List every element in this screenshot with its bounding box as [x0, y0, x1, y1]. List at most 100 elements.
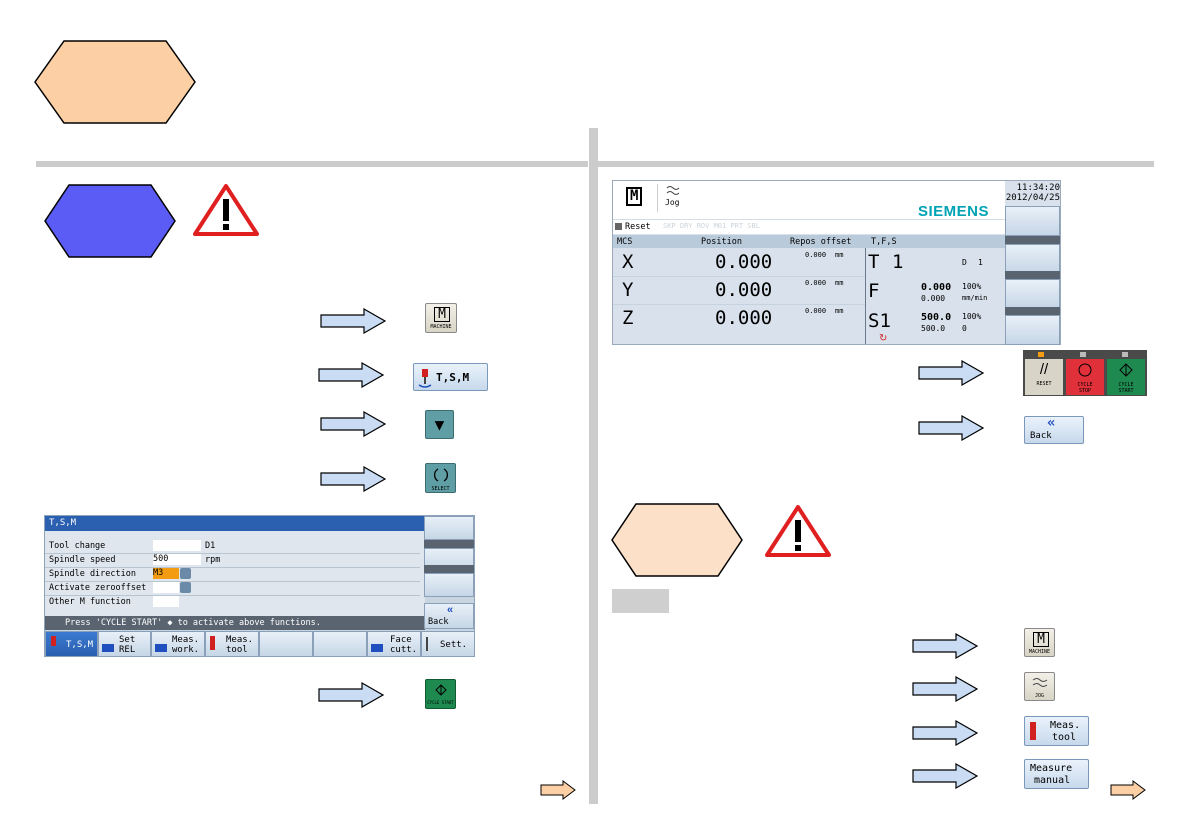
- form-row-spindle-direction: Spindle direction M3: [45, 567, 420, 582]
- vertical-softkey-1[interactable]: [424, 516, 474, 540]
- softkey-tsm[interactable]: T,S,M: [45, 631, 98, 657]
- softkey-settings-label: Sett.: [440, 640, 468, 650]
- spindle-direction-field[interactable]: M3: [153, 568, 179, 579]
- softkey-label-line1: Set: [119, 635, 136, 645]
- form-label: Activate zerooffset: [49, 583, 147, 593]
- arrow-4: [320, 466, 386, 492]
- meas-tool-icon: [210, 636, 215, 650]
- warning-icon-right: [765, 505, 831, 557]
- cycle-start-key-right[interactable]: CYCLE START: [1107, 359, 1145, 395]
- cycle-start-icon: [434, 684, 447, 696]
- softkey-separator: [424, 565, 474, 573]
- machine-softkey-1[interactable]: [1005, 206, 1060, 236]
- cursor-down-key[interactable]: ▼: [425, 410, 454, 439]
- back-label: Back: [428, 617, 449, 627]
- machine-key-icon: M: [434, 307, 450, 322]
- vertical-softkey-3[interactable]: [424, 573, 474, 597]
- jog-wave-icon: [666, 186, 680, 195]
- down-arrow-icon: ▼: [434, 415, 445, 434]
- softkey-empty-2[interactable]: [313, 631, 367, 657]
- softkey-label-line2: tool: [226, 645, 248, 655]
- meas-tool-key[interactable]: Meas. tool: [1024, 716, 1089, 746]
- softkey-separator: [1005, 271, 1060, 279]
- jog-key[interactable]: JOG: [1024, 672, 1055, 701]
- machine-softkey-4[interactable]: [1005, 315, 1060, 345]
- status-text: Press 'CYCLE START' ◆ to activate above …: [65, 618, 321, 628]
- tool-letter: T: [868, 251, 880, 273]
- back-key[interactable]: « Back: [1024, 415, 1084, 444]
- time-text: 11:34:20: [1016, 183, 1060, 193]
- reset-key[interactable]: // RESET: [1025, 359, 1063, 395]
- reset-slash-icon: //: [1039, 361, 1049, 378]
- spindle-letter: S1: [868, 310, 891, 332]
- gray-label-block: [612, 589, 669, 613]
- softkey-label-line2: cutt.: [390, 645, 418, 655]
- toggle-icon[interactable]: [180, 582, 191, 593]
- softkey-meas-tool[interactable]: Meas. tool: [205, 631, 259, 657]
- machine-softkey-3[interactable]: [1005, 279, 1060, 309]
- zerooffset-field[interactable]: [153, 582, 179, 593]
- settings-icon: [426, 637, 434, 651]
- double-chevron-icon: «: [447, 604, 454, 616]
- spindle-speed-field[interactable]: 500: [153, 554, 201, 565]
- measure-manual-label-2: manual: [1034, 775, 1071, 786]
- toggle-icon[interactable]: [180, 568, 191, 579]
- jog-wave-icon: [1032, 678, 1047, 687]
- tool-change-field[interactable]: [153, 540, 201, 551]
- softkey-face-cutting[interactable]: Face cutt.: [367, 631, 421, 657]
- top-divider-left: [36, 161, 588, 167]
- form-row-tool-change: Tool change D1: [45, 539, 420, 554]
- softkey-empty-1[interactable]: [259, 631, 313, 657]
- select-key[interactable]: SELECT: [425, 463, 456, 493]
- measure-manual-key[interactable]: Measure manual: [1024, 759, 1089, 789]
- softkey-settings[interactable]: Sett.: [421, 631, 475, 657]
- cycle-start-label-1: CYCLE: [1118, 382, 1134, 388]
- tsm-form: Tool change D1 Spindle speed 500 rpm Spi…: [45, 531, 425, 616]
- cycle-start-icon: [1119, 363, 1133, 377]
- meas-tool-label-1: Meas.: [1050, 720, 1081, 731]
- cycle-stop-key[interactable]: CYCLE STOP: [1066, 359, 1104, 395]
- measure-manual-label-1: Measure: [1030, 763, 1073, 774]
- machine-key-label: MACHINE: [430, 324, 452, 330]
- form-label: Spindle speed: [49, 555, 116, 565]
- cycle-start-key[interactable]: CYCLE START: [425, 679, 456, 709]
- reset-led: [1038, 352, 1044, 357]
- cycle-stop-icon: [1078, 363, 1092, 377]
- machine-key-right[interactable]: M MACHINE: [1024, 628, 1055, 657]
- spindle-icon: [51, 636, 56, 646]
- softkey-set-rel[interactable]: Set REL: [98, 631, 151, 657]
- hexagon-top: [34, 40, 196, 124]
- reset-key-label: RESET: [1036, 381, 1052, 387]
- start-led: [1122, 352, 1128, 357]
- header-bar: M Jog SIEMENS: [613, 181, 1005, 220]
- machine-key[interactable]: M MACHINE: [425, 303, 457, 333]
- face-cut-icon: [371, 644, 383, 652]
- cycle-stop-label-1: CYCLE: [1077, 382, 1093, 388]
- arrow-r2: [918, 415, 984, 441]
- next-page-arrow-left: [540, 780, 576, 800]
- meas-tool-label-2: tool: [1052, 732, 1077, 743]
- softkey-label-line1: Meas.: [226, 635, 254, 645]
- double-chevron-icon: «: [1047, 415, 1056, 431]
- tsm-screen: T,S,M Tool change D1 Spindle speed 500 r…: [44, 515, 475, 657]
- arrow-r4: [912, 676, 978, 702]
- back-key-label: Back: [1030, 431, 1052, 441]
- other-m-field[interactable]: [153, 596, 179, 607]
- tsm-title-bar: T,S,M: [45, 516, 425, 531]
- control-keys-panel: // RESET CYCLE STOP CYCLE START: [1023, 350, 1147, 396]
- tsm-key[interactable]: T,S,M: [413, 363, 488, 391]
- top-divider-right: [598, 161, 1154, 167]
- machine-softkey-2[interactable]: [1005, 244, 1060, 274]
- mode-machine-icon: M: [617, 184, 653, 208]
- jog-key-label: JOG: [1034, 693, 1045, 699]
- form-unit: rpm: [205, 555, 221, 565]
- arrow-r3: [912, 633, 978, 659]
- jog-icon: Jog: [657, 184, 688, 212]
- softkey-meas-work[interactable]: Meas. work.: [151, 631, 205, 657]
- arrow-r1: [918, 360, 984, 386]
- back-softkey[interactable]: « Back: [424, 603, 474, 629]
- status-strip: Reset SKP DRY ROV M01 PRT SBL: [613, 219, 1005, 234]
- stop-led: [1080, 352, 1086, 357]
- form-row-spindle-speed: Spindle speed 500 rpm: [45, 553, 420, 568]
- arrow-r5: [912, 720, 978, 746]
